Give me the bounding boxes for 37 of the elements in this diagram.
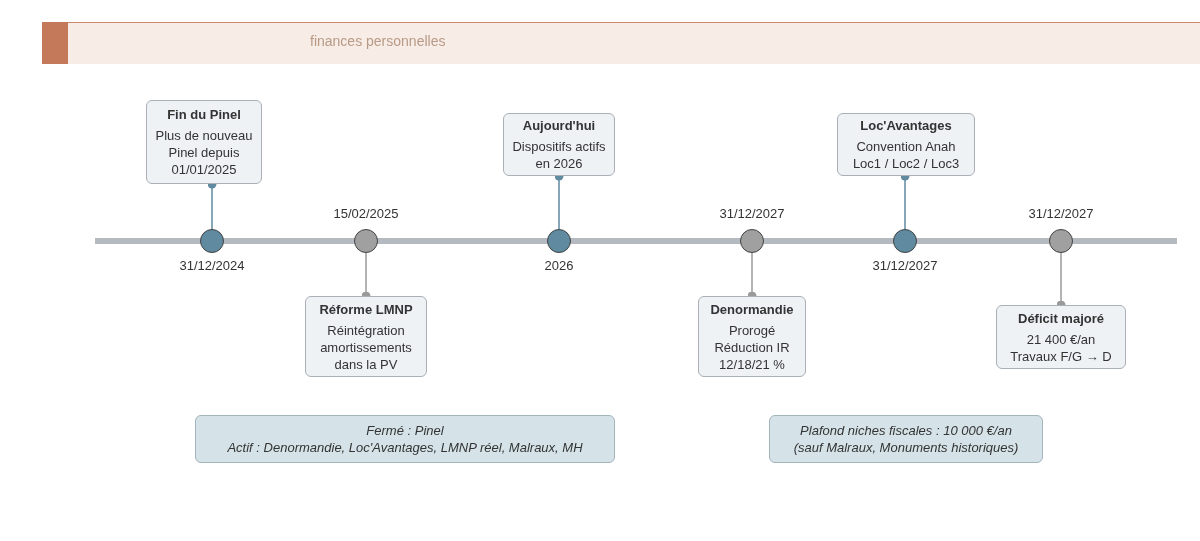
tagline: finances personnelles <box>310 33 446 49</box>
note-box <box>195 415 615 463</box>
note-text: (sauf Malraux, Monuments historiques) <box>793 439 1019 456</box>
card-heading: Déficit majoré <box>1018 309 1104 327</box>
card-text: Prorogé Réduction IR 12/18/21 % <box>713 321 791 373</box>
milestone-circle <box>354 229 378 253</box>
date-label: 31/12/2027 <box>871 258 939 273</box>
card-heading: Aujourd'hui <box>522 117 596 134</box>
note-text: Plafond niches fiscales : 10 000 €/an <box>800 422 1012 439</box>
milestone-circle <box>200 229 224 253</box>
milestone-card <box>503 113 615 176</box>
milestone-circle <box>1049 229 1073 253</box>
date-label: 2026 <box>543 258 575 273</box>
card-text: Plus de nouveau Pinel depuis 01/01/2025 <box>154 127 254 178</box>
milestone-card <box>837 113 975 176</box>
milestone-card <box>698 296 806 377</box>
note-text: Fermé : Pinel <box>366 422 444 439</box>
card-heading: Loc'Avantages <box>860 117 952 134</box>
card-heading: Denormandie <box>710 300 794 318</box>
milestone-card <box>996 305 1126 369</box>
card-text: 21 400 €/an Travaux F/G → D <box>1009 330 1113 365</box>
card-text: Convention Anah Loc1 / Loc2 / Loc3 <box>851 138 961 172</box>
milestone-card <box>146 100 262 184</box>
date-label: 15/02/2025 <box>332 206 400 221</box>
milestone-circle <box>547 229 571 253</box>
date-label: 31/12/2027 <box>1027 206 1095 221</box>
date-label: 31/12/2024 <box>178 258 246 273</box>
note-text: Actif : Denormandie, Loc'Avantages, LMNP réel, Malraux, MH <box>227 439 583 456</box>
card-heading: Fin du Pinel <box>167 106 241 123</box>
milestone-card <box>305 296 427 377</box>
card-heading: Réforme LMNP <box>319 300 413 318</box>
date-label: 31/12/2027 <box>718 206 786 221</box>
note-box <box>769 415 1043 463</box>
milestone-circle <box>740 229 764 253</box>
card-text: Réintégration amortissements dans la PV <box>319 321 413 373</box>
milestone-circle <box>893 229 917 253</box>
card-text: Dispositifs actifs en 2026 <box>511 138 607 172</box>
